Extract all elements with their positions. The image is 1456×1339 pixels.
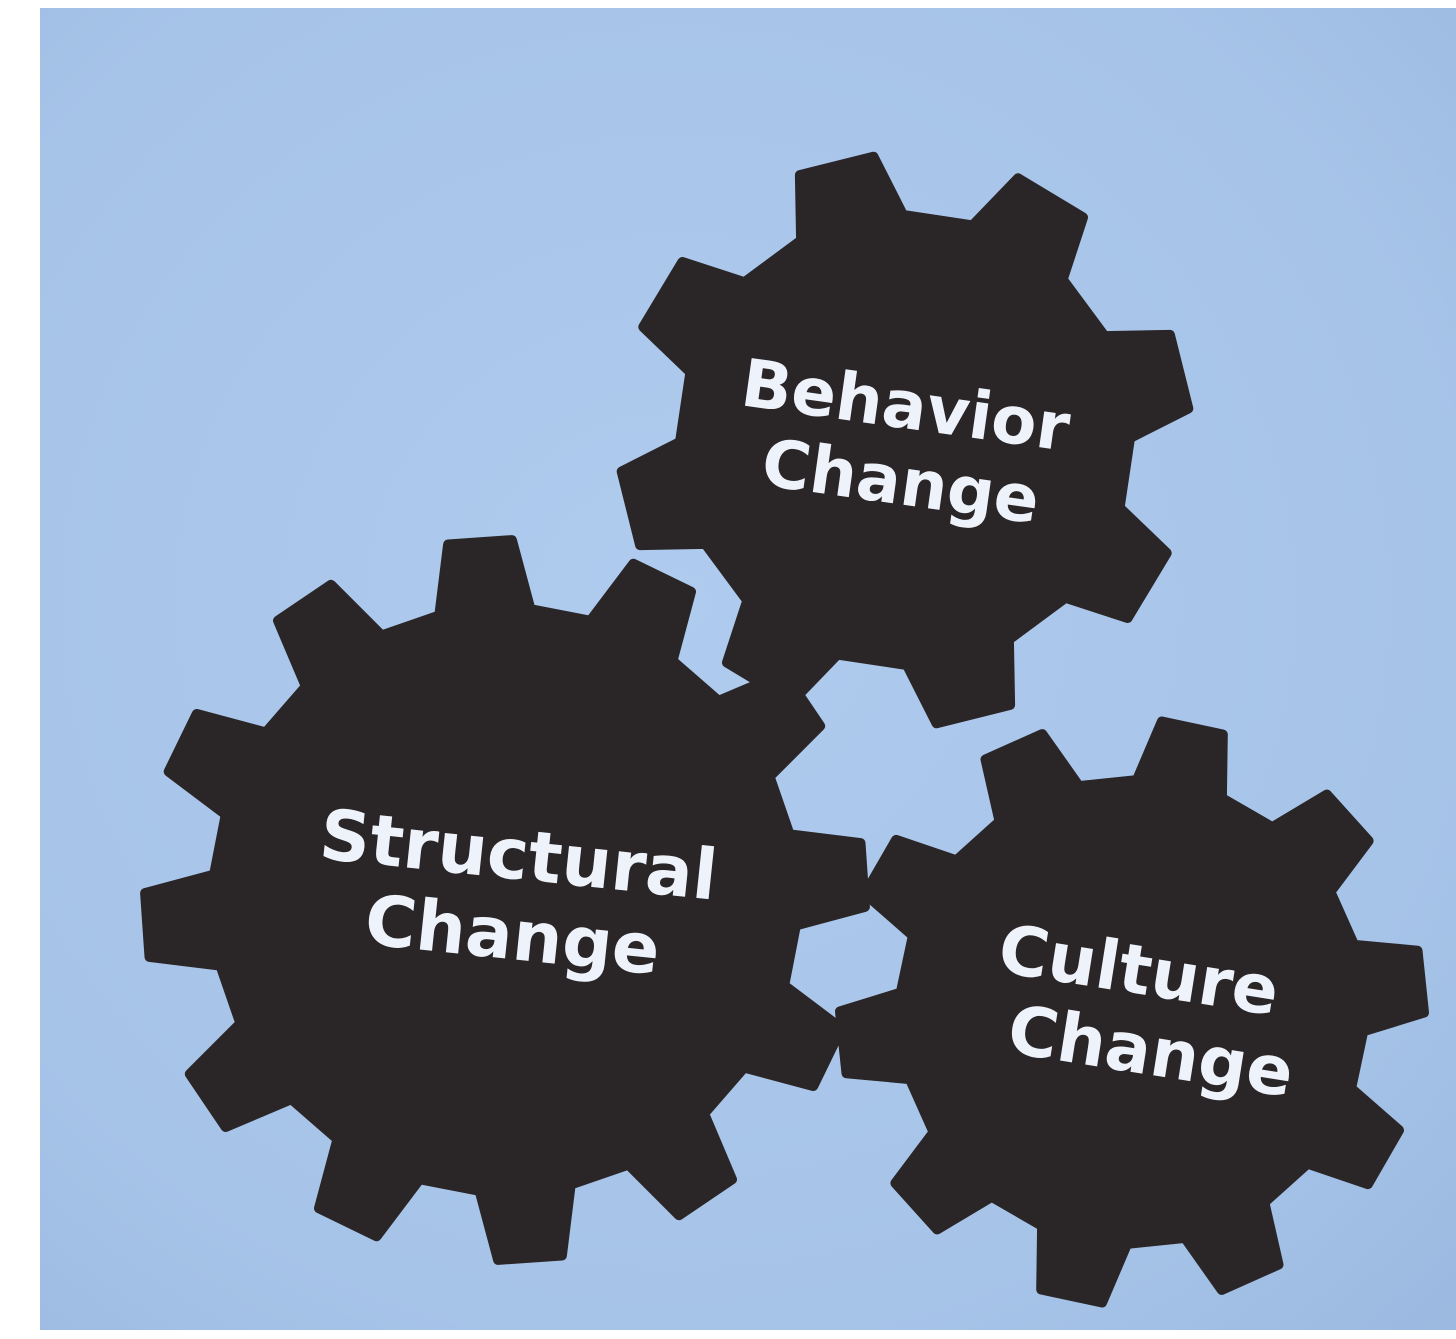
culture-change-gear: Culture Change [835,716,1429,1308]
behavior-change-gear: Behavior Change [616,151,1194,729]
structural-change-gear: Structural Change [140,535,870,1265]
gear-icon [835,716,1429,1308]
gear-icon [616,151,1194,729]
gear-icon [140,535,870,1265]
